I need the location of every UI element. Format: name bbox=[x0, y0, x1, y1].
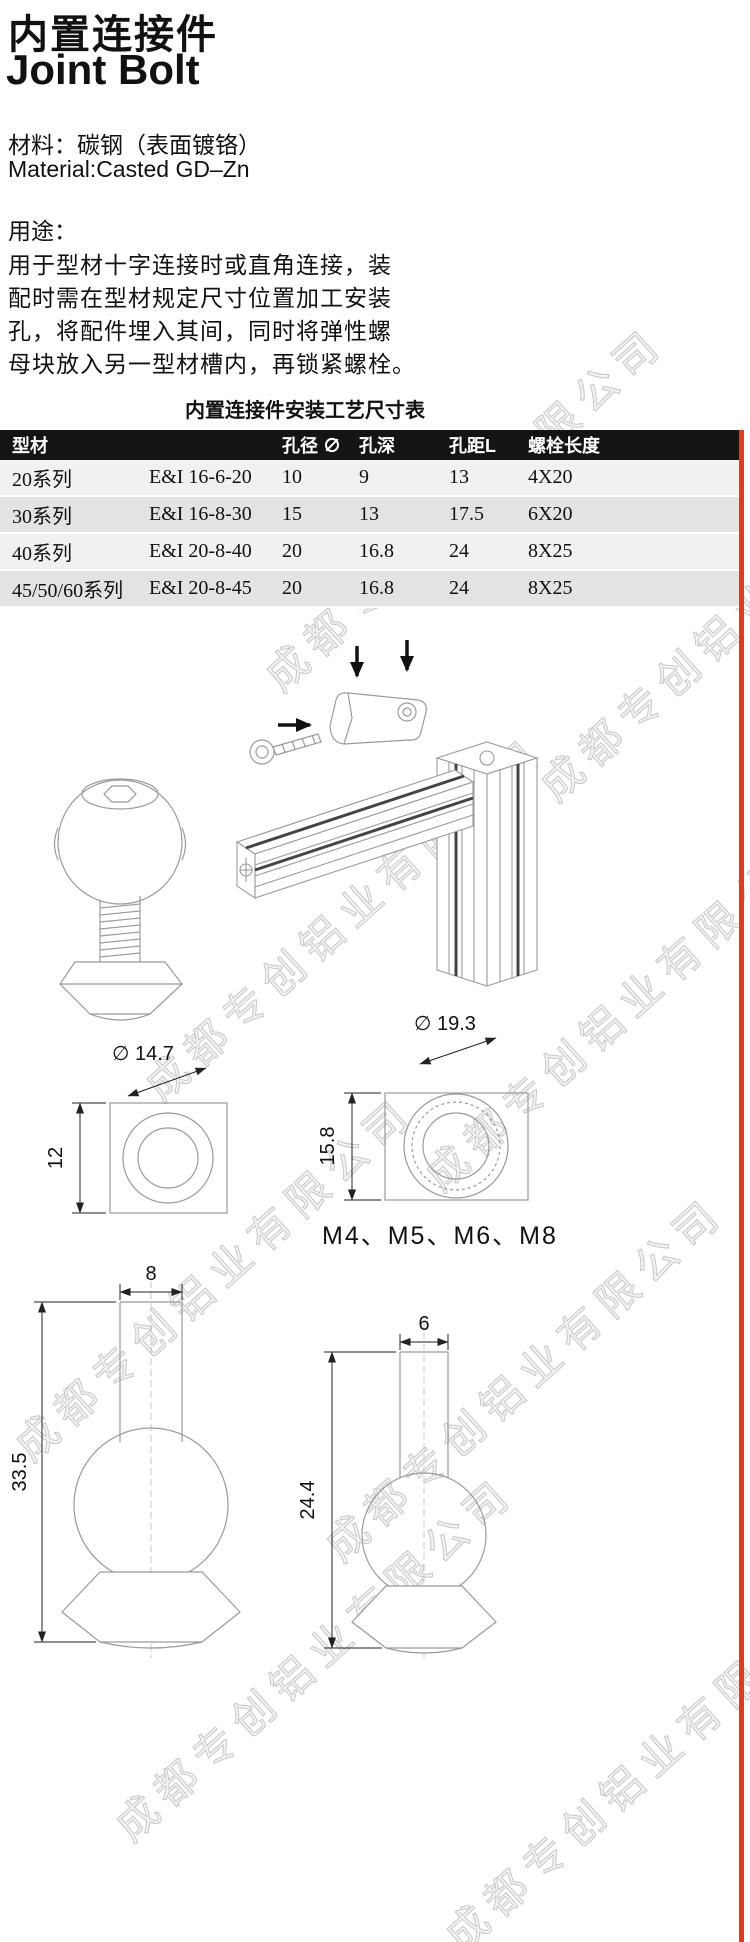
top-view-large-drawing: ∅ 19.3 15.8 bbox=[317, 1013, 529, 1201]
usage-line: 配时需在型材规定尺寸位置加工安装 bbox=[8, 285, 392, 311]
header-cell: 孔距L bbox=[449, 436, 496, 456]
cell-pitch: 24 bbox=[449, 577, 469, 599]
header-cell: 孔深 bbox=[359, 436, 395, 456]
cell-pitch: 24 bbox=[449, 540, 469, 562]
dim-label-height-small: 12 bbox=[45, 1147, 67, 1169]
technical-drawings: ∅ 14.7 12 ∅ 19.3 15.8 bbox=[9, 640, 539, 1662]
header-cell: 螺栓长度 bbox=[528, 436, 600, 456]
dim-label-width-small-bolt: 6 bbox=[418, 1313, 429, 1335]
joint-bolt-part-drawing bbox=[53, 778, 187, 1021]
table-row: 20系列 E&I 16-6-20 10 9 13 4X20 bbox=[0, 460, 742, 497]
dim-label-diameter-large: ∅ 19.3 bbox=[414, 1013, 476, 1035]
material-cn: 材料：碳钢（表面镀铬） bbox=[8, 132, 261, 158]
cell-hole-d: 10 bbox=[282, 466, 302, 488]
side-view-small-bolt-drawing: 6 24.4 bbox=[297, 1313, 497, 1662]
dim-label-diameter-small: ∅ 14.7 bbox=[112, 1043, 174, 1065]
top-view-small-drawing: ∅ 14.7 12 bbox=[45, 1043, 228, 1214]
table-row: 40系列 E&I 20-8-40 20 16.8 24 8X25 bbox=[0, 534, 742, 571]
cell-bolt: 6X20 bbox=[528, 503, 573, 525]
table-title: 内置连接件安装工艺尺寸表 bbox=[185, 400, 425, 422]
cell-bolt: 8X25 bbox=[528, 577, 573, 599]
cell-bolt: 8X25 bbox=[528, 540, 573, 562]
side-view-large-bolt-drawing: 8 33.5 bbox=[9, 1263, 241, 1658]
cell-pitch: 13 bbox=[449, 466, 469, 488]
table-row: 30系列 E&I 16-8-30 15 13 17.5 6X20 bbox=[0, 497, 742, 534]
dim-label-width-large-bolt: 8 bbox=[145, 1263, 156, 1285]
cell-pitch: 17.5 bbox=[449, 503, 484, 525]
table-row: 45/50/60系列 E&I 20-8-45 20 16.8 24 8X25 bbox=[0, 571, 742, 608]
cell-hole-d: 20 bbox=[282, 577, 302, 599]
cell-model: E&I 16-8-30 bbox=[149, 503, 252, 525]
cell-model: E&I 20-8-45 bbox=[149, 577, 252, 599]
cell-hole-d: 15 bbox=[282, 503, 302, 525]
dim-label-height-small-bolt: 24.4 bbox=[297, 1481, 319, 1520]
page-title-en: Joint Bolt bbox=[6, 46, 200, 93]
header-cell: 型材 bbox=[12, 436, 48, 456]
cell-series: 20系列 bbox=[12, 469, 72, 491]
cell-bolt: 4X20 bbox=[528, 466, 573, 488]
cell-model: E&I 20-8-40 bbox=[149, 540, 252, 562]
dim-label-height-large: 15.8 bbox=[317, 1127, 339, 1166]
cell-series: 40系列 bbox=[12, 543, 72, 565]
usage-line: 母块放入另一型材槽内，再锁紧螺栓。 bbox=[8, 351, 416, 377]
cell-depth: 9 bbox=[359, 466, 369, 488]
header-cell: 孔径 ∅ bbox=[282, 436, 342, 456]
cell-hole-d: 20 bbox=[282, 540, 302, 562]
cell-depth: 13 bbox=[359, 503, 379, 525]
cell-series: 45/50/60系列 bbox=[12, 580, 124, 602]
usage-title: 用途： bbox=[8, 218, 77, 244]
usage-line: 孔，将配件埋入其间，同时将弹性螺 bbox=[8, 318, 392, 344]
assembly-drawing bbox=[235, 640, 539, 987]
thread-sizes-label: M4、M5、M6、M8 bbox=[322, 1222, 558, 1250]
table-header: 型材 孔径 ∅ 孔深 孔距L 螺栓长度 bbox=[0, 430, 742, 460]
usage-line: 用于型材十字连接时或直角连接，装 bbox=[8, 252, 392, 278]
page-title-cn: 内置连接件 bbox=[8, 13, 218, 57]
dim-label-height-large-bolt: 33.5 bbox=[9, 1453, 31, 1492]
cell-series: 30系列 bbox=[12, 506, 72, 528]
cell-depth: 16.8 bbox=[359, 540, 394, 562]
material-en: Material:Casted GD–Zn bbox=[8, 156, 250, 182]
cell-depth: 16.8 bbox=[359, 577, 394, 599]
page-edge-red-stripe bbox=[739, 430, 744, 1942]
cell-model: E&I 16-6-20 bbox=[149, 466, 252, 488]
